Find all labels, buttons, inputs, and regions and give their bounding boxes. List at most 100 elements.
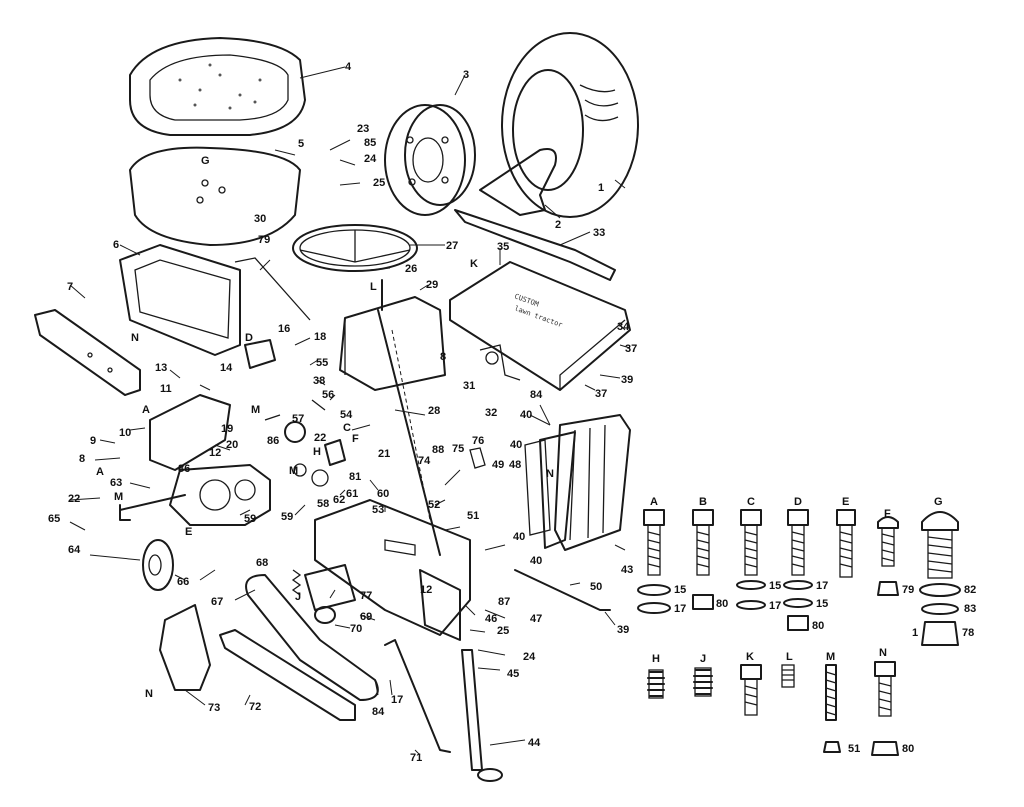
belt-guard xyxy=(159,604,211,691)
callout-56: 56 xyxy=(322,389,334,401)
callout-45: 45 xyxy=(507,668,519,680)
letter-f-1: F xyxy=(352,433,359,445)
callout-46: 46 xyxy=(485,613,497,625)
callout-35: 35 xyxy=(497,241,509,253)
bolt-g xyxy=(919,511,961,646)
callout-10: 10 xyxy=(119,427,131,439)
letter-j-1: J xyxy=(295,591,301,603)
legend-g: G xyxy=(934,496,943,508)
spring-j xyxy=(693,667,713,697)
callout-52: 52 xyxy=(428,499,440,511)
bolt-m xyxy=(823,664,841,753)
legend-g-78: 78 xyxy=(962,627,974,639)
callout-47: 47 xyxy=(530,613,542,625)
chassis-frame xyxy=(314,499,471,641)
legend-c-17: 17 xyxy=(769,600,781,612)
callout-17: 17 xyxy=(391,694,403,706)
callout-34: 34 xyxy=(617,321,630,333)
bolt-e xyxy=(836,509,856,578)
legend-a-15: 15 xyxy=(674,584,686,596)
callout-88: 88 xyxy=(432,444,444,456)
callout-75: 75 xyxy=(452,443,464,455)
hardware-letters: A A C D E F G H J K L M M M N N N xyxy=(96,155,554,700)
callout-48: 48 xyxy=(509,459,521,471)
brake-rod xyxy=(384,639,451,753)
callout-9: 9 xyxy=(90,435,96,447)
callout-79: 79 xyxy=(258,234,270,246)
callout-86b: 86 xyxy=(178,463,190,475)
callout-37b: 37 xyxy=(595,388,607,400)
callout-32: 32 xyxy=(485,407,497,419)
bolt-n xyxy=(871,661,899,756)
callout-11: 11 xyxy=(160,383,172,395)
legend-j: J xyxy=(700,653,706,665)
callout-28: 28 xyxy=(428,405,440,417)
wheel-rim xyxy=(384,104,476,216)
letter-m-2: M xyxy=(114,491,123,503)
callout-26: 26 xyxy=(405,263,417,275)
legend-e: E xyxy=(842,496,849,508)
callout-21: 21 xyxy=(378,448,390,460)
legend-h: H xyxy=(652,653,660,665)
callout-25a: 25 xyxy=(373,177,385,189)
callout-43: 43 xyxy=(621,564,633,576)
callout-74: 74 xyxy=(418,455,431,467)
callout-49: 49 xyxy=(492,459,504,471)
callout-16: 16 xyxy=(278,323,290,335)
tire xyxy=(501,32,639,218)
legend-g-82: 82 xyxy=(964,584,976,596)
callout-72: 72 xyxy=(249,701,261,713)
callout-62: 62 xyxy=(333,494,345,506)
callout-60: 60 xyxy=(377,488,389,500)
legend-m-51: 51 xyxy=(848,743,860,755)
legend-labels: A B C D E F G 15 17 80 15 17 17 15 80 79… xyxy=(650,496,976,755)
letter-l-1: L xyxy=(370,281,377,293)
rear-hitch-plate xyxy=(34,309,141,396)
legend-k: K xyxy=(746,651,754,663)
callout-73: 73 xyxy=(208,702,220,714)
legend-d-17: 17 xyxy=(816,580,828,592)
callout-40a: 40 xyxy=(520,409,532,421)
callout-23: 23 xyxy=(357,123,369,135)
letter-n-2: N xyxy=(546,468,554,480)
legend-m: M xyxy=(826,651,835,663)
callout-8a: 8 xyxy=(440,351,446,363)
callout-65: 65 xyxy=(48,513,60,525)
drag-link xyxy=(454,209,616,281)
callout-39a: 39 xyxy=(621,374,633,386)
dash-panel xyxy=(339,296,446,391)
plate-69 xyxy=(304,564,356,611)
legend-b: B xyxy=(699,496,707,508)
legend-l: L xyxy=(786,651,793,663)
seat-spring-bracket xyxy=(119,244,241,356)
callout-33: 33 xyxy=(593,227,605,239)
steering-gear-cluster xyxy=(264,399,346,487)
callout-40c: 40 xyxy=(513,531,525,543)
callout-59b: 59 xyxy=(244,513,256,525)
callout-2: 2 xyxy=(555,219,561,231)
transmission xyxy=(119,464,271,526)
callout-76: 76 xyxy=(472,435,484,447)
legend-b-80: 80 xyxy=(716,598,728,610)
callout-58: 58 xyxy=(317,498,329,510)
callout-68: 68 xyxy=(256,557,268,569)
seat-pan xyxy=(129,146,301,246)
callout-4: 4 xyxy=(345,61,352,73)
callout-5: 5 xyxy=(298,138,304,150)
legend-d-15: 15 xyxy=(816,598,828,610)
callout-38: 38 xyxy=(313,375,325,387)
letter-d-1: D xyxy=(245,332,253,344)
callout-86a: 86 xyxy=(267,435,279,447)
tire-shield xyxy=(479,148,557,216)
callout-12b: 12 xyxy=(420,584,432,596)
grille xyxy=(539,414,631,551)
seat-cushion xyxy=(129,37,306,136)
callout-69: 69 xyxy=(360,611,372,623)
letter-m-3: M xyxy=(289,465,298,477)
callout-6: 6 xyxy=(113,239,119,251)
callout-24b: 24 xyxy=(523,651,536,663)
callout-22b: 22 xyxy=(68,493,80,505)
callout-1: 1 xyxy=(598,182,604,194)
bolt-k xyxy=(740,664,762,716)
